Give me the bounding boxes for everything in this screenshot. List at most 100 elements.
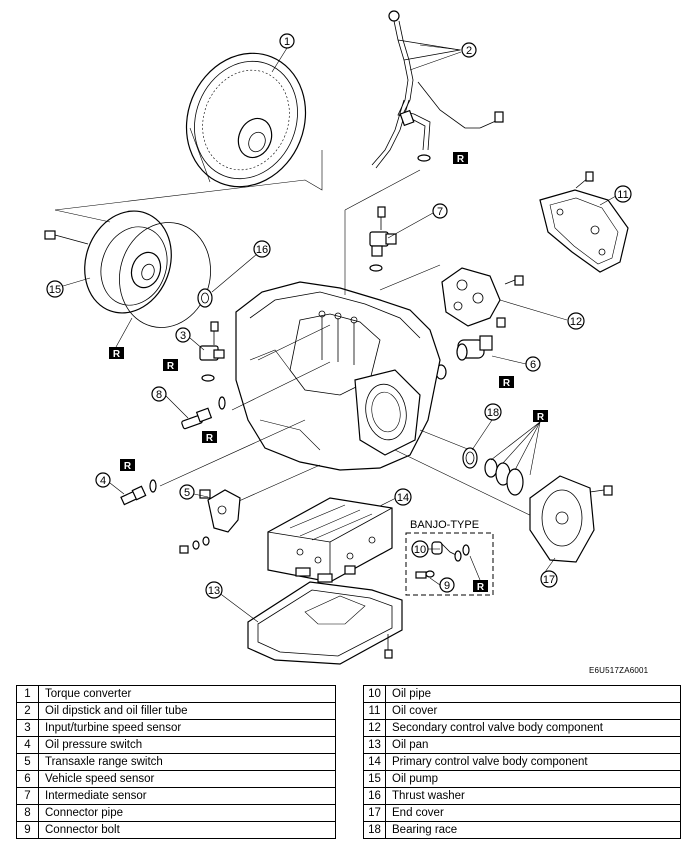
legend-number: 17 bbox=[363, 804, 386, 822]
legend-number: 14 bbox=[363, 753, 386, 771]
callout-5: 5 bbox=[179, 484, 195, 500]
svg-text:1: 1 bbox=[284, 36, 290, 48]
legend-number: 18 bbox=[363, 821, 386, 839]
svg-text:17: 17 bbox=[543, 574, 555, 586]
legend-part-name: Transaxle range switch bbox=[38, 753, 336, 771]
legend-number: 12 bbox=[363, 719, 386, 737]
svg-text:15: 15 bbox=[49, 284, 61, 296]
svg-text:18: 18 bbox=[487, 407, 499, 419]
svg-text:13: 13 bbox=[208, 585, 220, 597]
legend-number: 16 bbox=[363, 787, 386, 805]
callout-13: 13 bbox=[205, 581, 223, 599]
oil-pan-drawing bbox=[247, 581, 403, 665]
svg-text:R: R bbox=[457, 154, 465, 165]
legend-part-name: Oil dipstick and oil filler tube bbox=[38, 702, 336, 720]
oil-filler-tube-drawing bbox=[371, 10, 504, 169]
reference-lines bbox=[54, 150, 541, 521]
svg-text:14: 14 bbox=[397, 492, 409, 504]
callout-14: 14 bbox=[394, 488, 412, 506]
svg-text:2: 2 bbox=[466, 45, 472, 57]
legend-number: 10 bbox=[363, 685, 386, 703]
callout-18: 18 bbox=[484, 403, 502, 421]
replace-badge-connector-pipe: R bbox=[202, 431, 217, 444]
svg-text:7: 7 bbox=[437, 206, 443, 218]
callout-17: 17 bbox=[540, 570, 558, 588]
callout-4: 4 bbox=[95, 472, 111, 488]
callout-10: 10 bbox=[411, 540, 429, 558]
svg-text:9: 9 bbox=[444, 580, 450, 592]
legend-part-name: Connector pipe bbox=[38, 804, 336, 822]
figure-code: E6U517ZA6001 bbox=[589, 666, 649, 675]
banjo-type-inset: BANJO-TYPE bbox=[405, 519, 494, 596]
callout-3: 3 bbox=[175, 327, 191, 343]
legend-part-name: Torque converter bbox=[38, 685, 336, 703]
legend-part-name: Oil pump bbox=[385, 770, 681, 788]
legend-part-name: Connector bolt bbox=[38, 821, 336, 839]
intermediate-sensor-drawing bbox=[369, 206, 397, 272]
svg-text:8: 8 bbox=[156, 389, 162, 401]
secondary-valve-body-drawing bbox=[441, 267, 524, 328]
callout-7: 7 bbox=[432, 203, 448, 219]
svg-text:10: 10 bbox=[414, 544, 426, 556]
callout-12: 12 bbox=[567, 312, 585, 330]
legend-number: 15 bbox=[363, 770, 386, 788]
legend-number: 3 bbox=[16, 719, 39, 737]
legend-part-name: Oil cover bbox=[385, 702, 681, 720]
svg-text:R: R bbox=[167, 361, 175, 372]
connector-pipe-drawing bbox=[181, 396, 226, 430]
svg-text:R: R bbox=[113, 349, 121, 360]
svg-text:R: R bbox=[477, 582, 485, 593]
replace-badge-oil-pump: R bbox=[109, 347, 124, 360]
oil-pressure-switch-drawing bbox=[120, 479, 157, 506]
svg-text:4: 4 bbox=[100, 475, 106, 487]
transaxle-case-drawing bbox=[235, 281, 441, 471]
legend-number: 5 bbox=[16, 753, 39, 771]
legend-part-name: Oil pipe bbox=[385, 685, 681, 703]
callout-11: 11 bbox=[614, 185, 632, 203]
leader-lines bbox=[62, 44, 617, 623]
legend-number: 11 bbox=[363, 702, 386, 720]
seal-rings-drawing bbox=[462, 447, 524, 496]
legend-part-name: Vehicle speed sensor bbox=[38, 770, 336, 788]
primary-valve-body-drawing bbox=[267, 497, 393, 583]
callout-6: 6 bbox=[525, 356, 541, 372]
legend-number: 7 bbox=[16, 787, 39, 805]
legend-part-name: End cover bbox=[385, 804, 681, 822]
svg-text:16: 16 bbox=[256, 244, 268, 256]
svg-text:6: 6 bbox=[530, 359, 536, 371]
banjo-type-label: BANJO-TYPE bbox=[410, 519, 479, 531]
svg-text:R: R bbox=[537, 412, 545, 423]
legend-part-name: Oil pan bbox=[385, 736, 681, 754]
legend-number: 1 bbox=[16, 685, 39, 703]
replace-badge-banjo: R bbox=[473, 580, 488, 593]
legend-part-name: Secondary control valve body component bbox=[385, 719, 681, 737]
torque-converter-drawing bbox=[185, 52, 307, 188]
legend-number: 2 bbox=[16, 702, 39, 720]
callout-16: 16 bbox=[253, 240, 271, 258]
legend-number: 6 bbox=[16, 770, 39, 788]
callout-1: 1 bbox=[279, 33, 295, 49]
vehicle-speed-sensor-drawing bbox=[435, 335, 493, 380]
legend-part-name: Bearing race bbox=[385, 821, 681, 839]
legend-number: 9 bbox=[16, 821, 39, 839]
legend-part-name: Thrust washer bbox=[385, 787, 681, 805]
legend-number: 8 bbox=[16, 804, 39, 822]
